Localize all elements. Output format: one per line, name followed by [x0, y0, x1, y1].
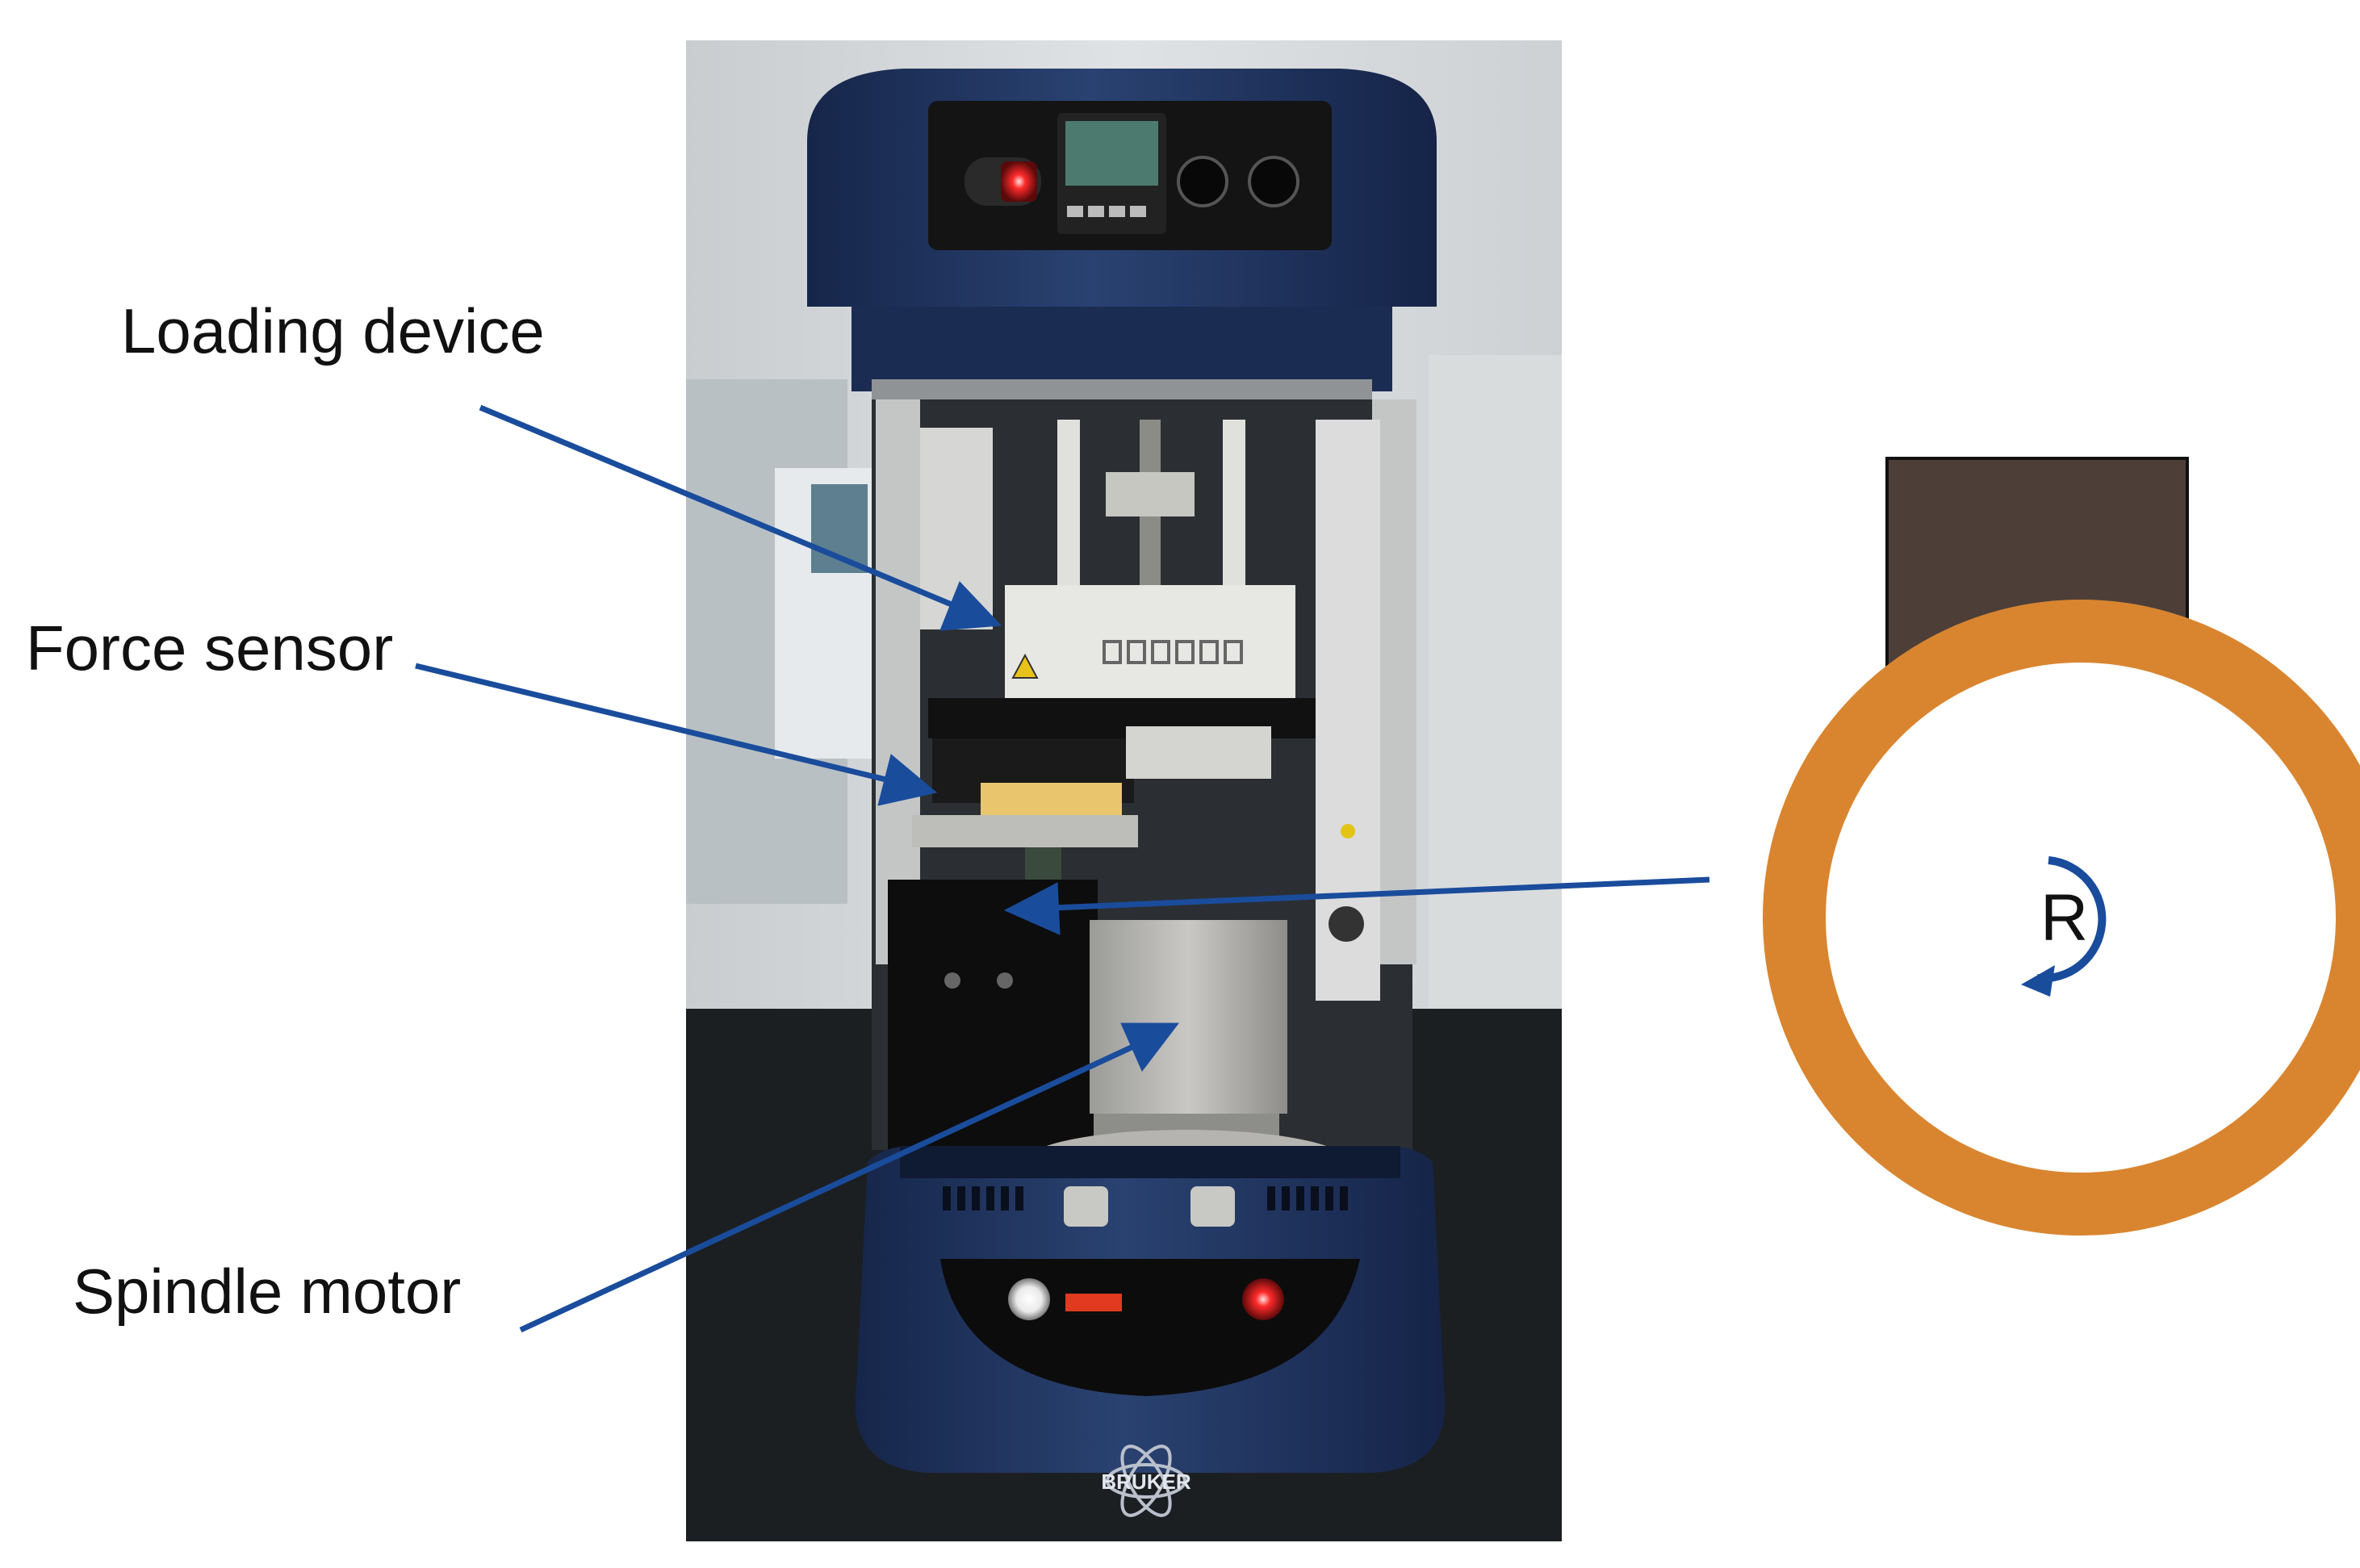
arrow-loading-device [479, 404, 959, 610]
screw-block [1106, 472, 1195, 516]
base-light-white [1008, 1278, 1050, 1320]
temperature-screen [1065, 121, 1158, 186]
rotation-label: R [2040, 881, 2088, 955]
arrow-schematic-link [1052, 876, 1710, 911]
chamber-left-post [876, 399, 920, 964]
base-light-red [1242, 1278, 1284, 1320]
power-switch-light [1001, 161, 1037, 202]
force-sensor-block [981, 783, 1122, 819]
display-keys [1067, 206, 1146, 217]
right-panel-yellow-dot [1341, 824, 1355, 838]
arrow-spindle-motor [519, 1042, 1138, 1333]
vent-grille-left [943, 1186, 1023, 1210]
base-button-left [1064, 1186, 1108, 1227]
loading-device-box [1005, 585, 1295, 698]
sensor-mount [912, 815, 1138, 847]
black-cover [888, 880, 1098, 1150]
vertical-slide-left [1057, 420, 1080, 589]
rotation-arrow [2036, 856, 2107, 983]
callout-arrows [415, 404, 1710, 1333]
label-spindle-motor: Spindle motor [73, 1256, 462, 1327]
base-indicator-red [1065, 1294, 1122, 1311]
arrow-schematic-link-head [1003, 882, 1061, 935]
arrow-spindle-motor-head [1120, 1022, 1180, 1072]
vent-grille-right [1267, 1186, 1348, 1210]
base-button-right [1190, 1186, 1235, 1227]
cover-screw-2 [997, 972, 1013, 989]
arrow-force-sensor-head [877, 754, 938, 806]
label-force-sensor: Force sensor [26, 613, 394, 684]
carriage-bracket [1126, 726, 1271, 779]
pin-holder [1025, 847, 1061, 884]
arrow-force-sensor [415, 663, 890, 784]
loading-device-slots [1103, 640, 1243, 664]
label-loading-device: Loading device [121, 295, 545, 366]
schematic: R [1763, 457, 2360, 1236]
lab-shelf-right [1429, 355, 1562, 1049]
top-collar-rim [872, 379, 1372, 402]
warning-label [1011, 653, 1039, 679]
rotation-arrow-head [2021, 965, 2055, 997]
arrow-loading-device-head [939, 581, 1002, 631]
panel-knob-right [1248, 156, 1299, 207]
right-panel-connector [1329, 906, 1364, 942]
bruker-logo-text: BRUKER [1101, 1470, 1190, 1494]
cover-screw-1 [944, 972, 960, 989]
instrument-photo: BRUKER [686, 40, 1562, 1541]
bruker-logo-mark [1106, 1445, 1186, 1517]
disk-ring [1763, 600, 2360, 1236]
top-collar [852, 307, 1392, 391]
right-electronics-panel [1316, 420, 1380, 1001]
spindle-motor-housing [1090, 920, 1287, 1114]
vertical-slide-right [1223, 420, 1245, 589]
panel-knob-left [1177, 156, 1228, 207]
base-tray [900, 1146, 1400, 1178]
